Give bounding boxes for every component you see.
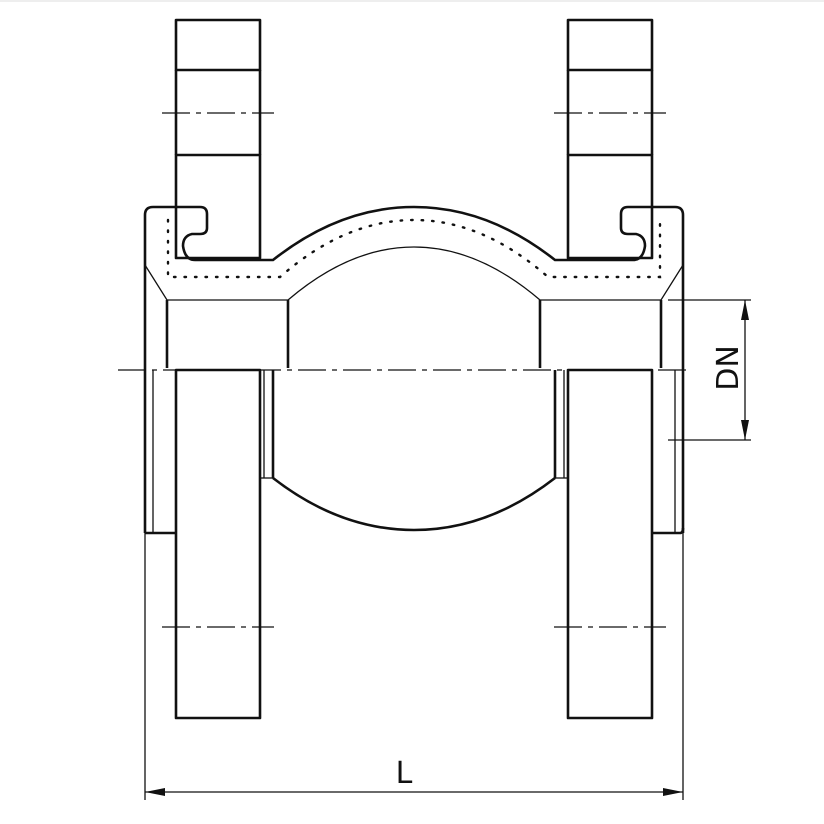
- lower-view: [145, 368, 685, 720]
- right-flange-section: [554, 18, 666, 260]
- length-label: L: [396, 756, 413, 791]
- diameter-dimension: [668, 299, 751, 441]
- diameter-label: DN: [711, 345, 746, 391]
- right-flange: [566, 368, 654, 720]
- left-flange-section: [162, 18, 274, 260]
- left-flange: [174, 368, 262, 720]
- length-dimension: [144, 533, 684, 800]
- rubber-bellow-section: [143, 205, 685, 533]
